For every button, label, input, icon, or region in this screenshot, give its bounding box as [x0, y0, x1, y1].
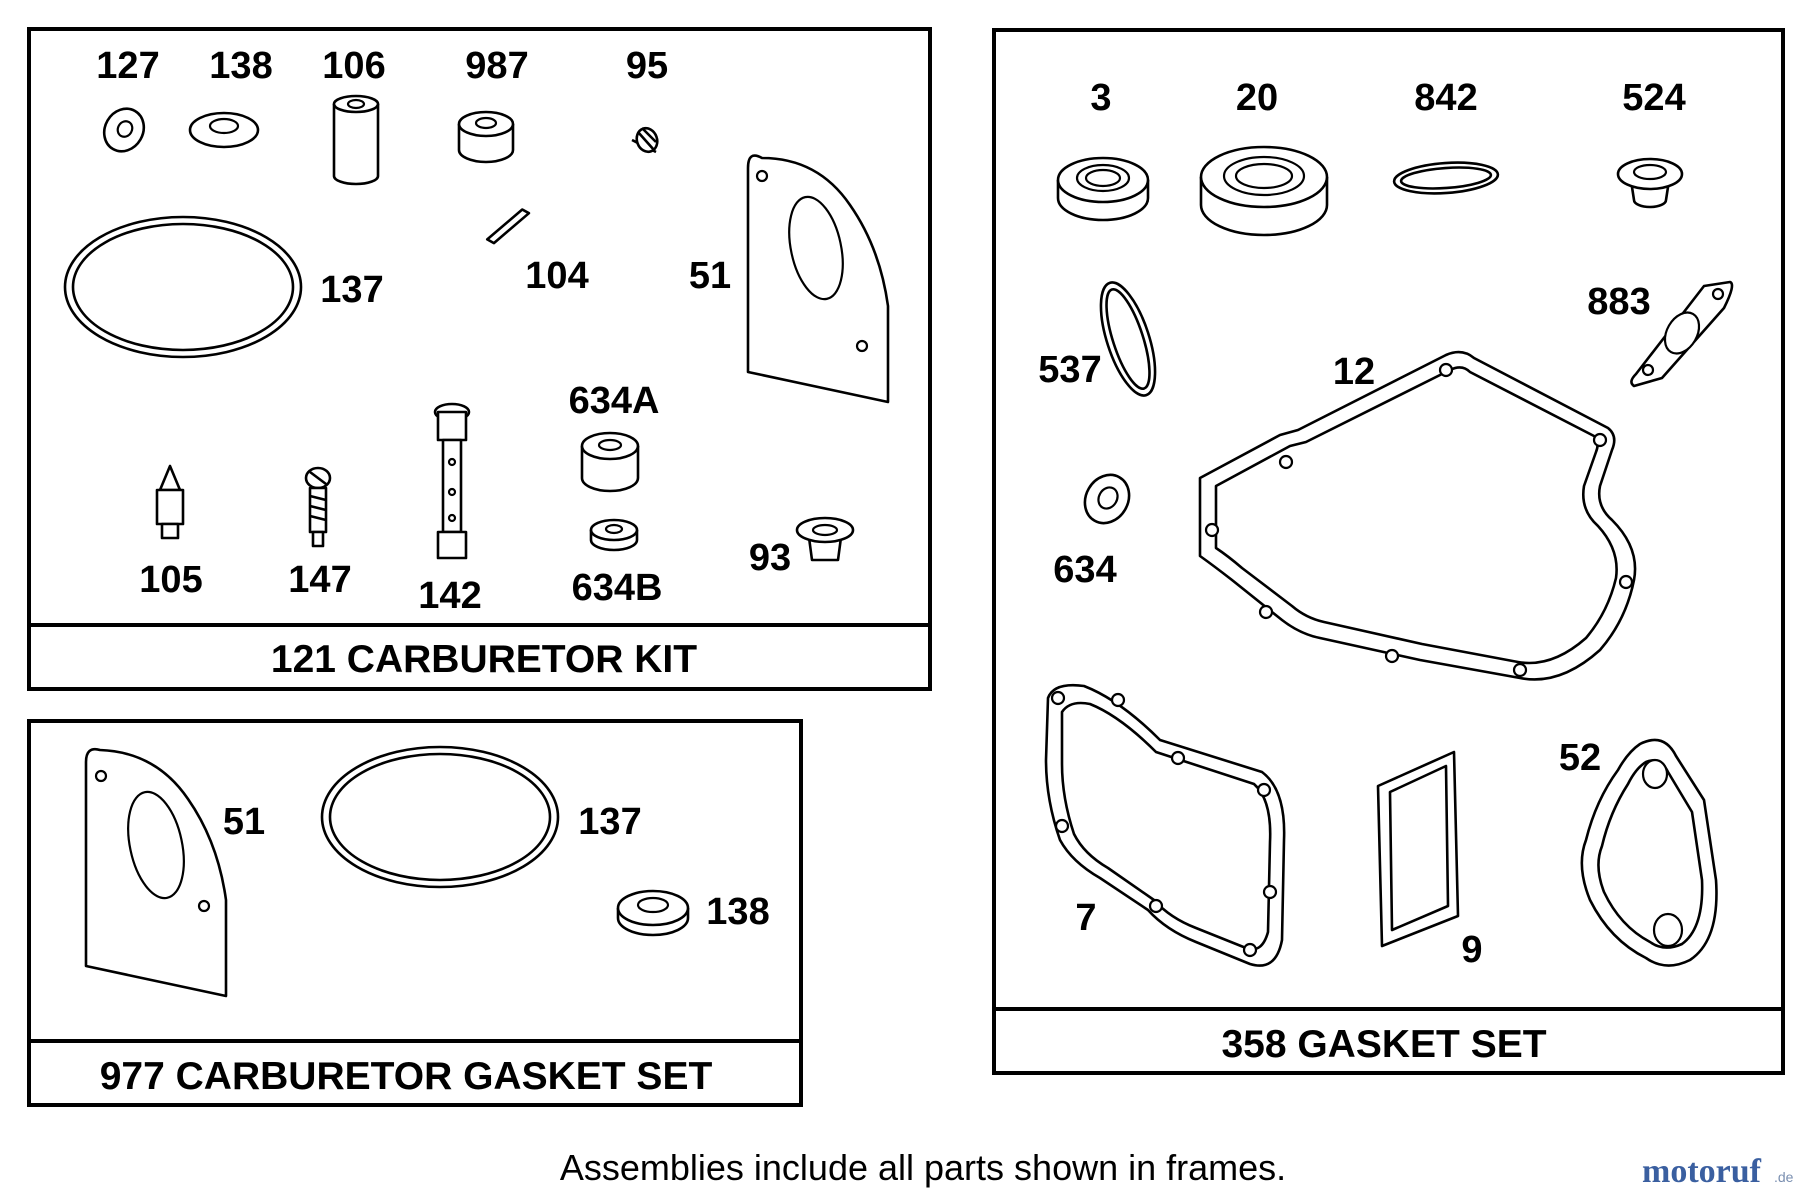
carburetor-gasket-set-frame: 977 CARBURETOR GASKET SET 51 137 138	[27, 719, 803, 1107]
part-104-pin	[485, 208, 531, 245]
callout-95: 95	[626, 45, 668, 87]
callout-142: 142	[418, 575, 481, 617]
part-883-gasket	[1630, 280, 1734, 388]
callout-52: 52	[1559, 737, 1601, 779]
part-142-tube	[433, 402, 471, 560]
part-634B	[589, 518, 639, 552]
callout-634A: 634A	[569, 380, 660, 422]
callout-3: 3	[1090, 77, 1111, 119]
callout-987: 987	[465, 45, 528, 87]
callout-137: 137	[578, 801, 641, 843]
part-137-oring	[63, 215, 303, 359]
callout-12: 12	[1333, 351, 1375, 393]
part-7-gasket	[1044, 683, 1286, 967]
part-524-grommet	[1616, 157, 1684, 209]
callout-524: 524	[1622, 77, 1685, 119]
footer-note: Assemblies include all parts shown in fr…	[560, 1147, 1286, 1188]
gasket-set-title: 358 GASKET SET	[1221, 1023, 1546, 1066]
part-51-gasket	[746, 154, 890, 404]
part-52-gasket	[1580, 738, 1718, 967]
callout-634B: 634B	[572, 567, 663, 609]
callout-9: 9	[1461, 929, 1482, 971]
callout-20: 20	[1236, 77, 1278, 119]
part-987	[457, 110, 515, 164]
carburetor-kit-border	[27, 27, 932, 691]
callout-104: 104	[525, 255, 588, 297]
gasket-set-frame: 358 GASKET SET	[992, 28, 1785, 1075]
part-105-needle	[155, 464, 185, 540]
carburetor-kit-frame: 121 CARBURETOR KIT	[27, 27, 932, 691]
part-95	[631, 126, 659, 154]
part-9-gasket	[1376, 750, 1460, 948]
watermark-main: motoruf	[1642, 1153, 1762, 1190]
part-634A	[580, 431, 640, 493]
callout-137: 137	[320, 269, 383, 311]
callout-634: 634	[1053, 549, 1116, 591]
gasket-set-border	[992, 28, 1785, 1075]
carburetor-gasket-set-title: 977 CARBURETOR GASKET SET	[100, 1055, 713, 1098]
part-138-washer	[616, 889, 690, 937]
callout-842: 842	[1414, 77, 1477, 119]
watermark-logo: motoruf .de	[1642, 1153, 1794, 1190]
part-106	[332, 94, 380, 186]
part-93-plug	[795, 516, 855, 562]
callout-883: 883	[1587, 281, 1650, 323]
part-138	[188, 111, 260, 149]
callout-105: 105	[139, 559, 202, 601]
callout-93: 93	[749, 537, 791, 579]
part-20-seal	[1199, 145, 1329, 237]
callout-127: 127	[96, 45, 159, 87]
callout-537: 537	[1038, 349, 1101, 391]
watermark-suffix: .de	[1774, 1169, 1794, 1185]
part-3-seal	[1056, 156, 1150, 222]
callout-106: 106	[322, 45, 385, 87]
callout-138: 138	[209, 45, 272, 87]
callout-51: 51	[223, 801, 265, 843]
part-634-washer	[1083, 473, 1131, 525]
part-51-gasket	[84, 747, 228, 998]
callout-51: 51	[689, 255, 731, 297]
callout-7: 7	[1075, 897, 1096, 939]
callout-147: 147	[288, 559, 351, 601]
part-12-crankcase-gasket	[1198, 350, 1637, 681]
carburetor-kit-title: 121 CARBURETOR KIT	[271, 638, 697, 681]
callout-138: 138	[706, 891, 769, 933]
part-537-oring	[1099, 281, 1157, 397]
carburetor-gasket-set-border	[27, 719, 803, 1107]
part-127	[102, 107, 146, 153]
part-147-screw	[304, 466, 332, 548]
part-137-oring	[320, 745, 560, 889]
part-842-oring	[1392, 161, 1500, 195]
